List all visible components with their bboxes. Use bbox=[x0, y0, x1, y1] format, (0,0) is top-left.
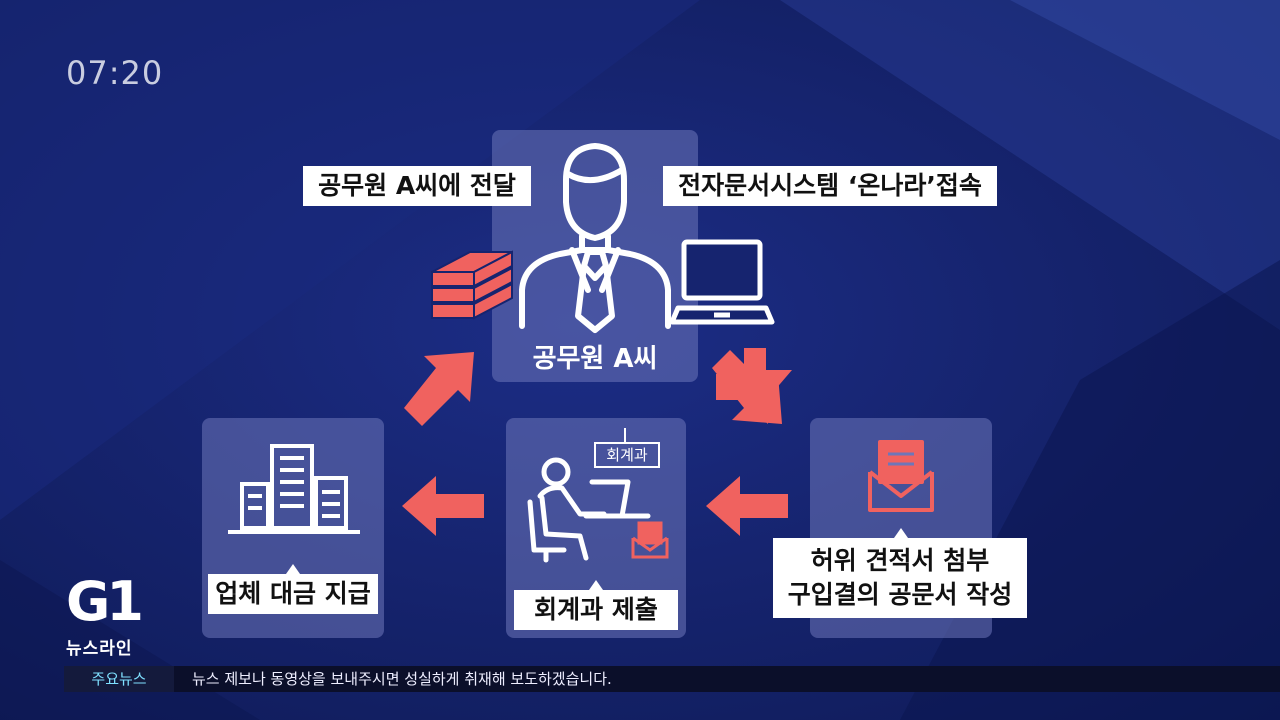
right-label-line-1: 허위 견적서 첨부 bbox=[810, 546, 990, 575]
small-envelope-icon bbox=[631, 521, 669, 559]
building-icon bbox=[228, 444, 360, 534]
top-right-label: 전자문서시스템 ‘온나라’접속 bbox=[663, 166, 997, 206]
right-label: 허위 견적서 첨부 구입결의 공문서 작성 bbox=[773, 538, 1027, 618]
ticker-tag: 주요뉴스 bbox=[64, 666, 174, 692]
news-ticker: 주요뉴스 뉴스 제보나 동영상을 보내주시면 성실하게 취재해 보도하겠습니다. bbox=[64, 666, 1280, 692]
clock: 07:20 bbox=[66, 54, 164, 92]
middle-label-pointer bbox=[589, 580, 603, 590]
arrow-left-middle-box bbox=[402, 476, 484, 536]
official-person-icon bbox=[519, 143, 671, 333]
channel-logo: G1 뉴스라인 bbox=[66, 570, 144, 660]
desk-worker-icon bbox=[527, 457, 651, 563]
left-label-pointer bbox=[286, 564, 300, 574]
sign-hanger bbox=[624, 428, 626, 442]
center-label: 공무원 A씨 bbox=[532, 344, 658, 374]
right-label-line-2: 구입결의 공문서 작성 bbox=[787, 580, 1013, 609]
arrow-down-right bbox=[712, 350, 782, 424]
logo-mark: G1 bbox=[66, 570, 144, 633]
accounting-sign: 회계과 bbox=[594, 442, 660, 468]
right-label-pointer bbox=[894, 528, 908, 538]
left-label: 업체 대금 지급 bbox=[208, 574, 378, 614]
arrow-up-right bbox=[404, 352, 474, 426]
logo-program: 뉴스라인 bbox=[66, 639, 133, 659]
top-left-label: 공무원 A씨에 전달 bbox=[303, 166, 531, 206]
middle-label: 회계과 제출 bbox=[514, 590, 678, 630]
money-stack-icon bbox=[431, 250, 513, 320]
arrow-left-right-box bbox=[706, 476, 788, 536]
document-envelope-icon bbox=[868, 440, 934, 512]
ticker-message: 뉴스 제보나 동영상을 보내주시면 성실하게 취재해 보도하겠습니다. bbox=[192, 670, 612, 688]
laptop-icon bbox=[669, 239, 775, 325]
